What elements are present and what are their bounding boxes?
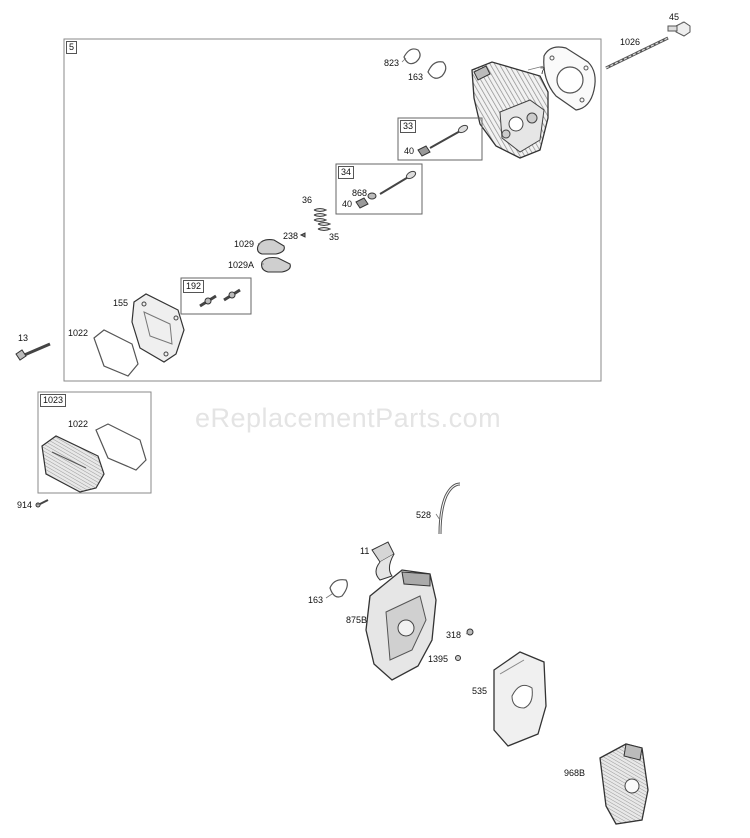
part-1395-washer xyxy=(455,655,461,661)
part-35-valve-spring xyxy=(317,221,332,232)
part-33-valve xyxy=(429,124,469,149)
group-34-frame xyxy=(335,163,423,215)
label-40-b: 40 xyxy=(342,199,353,209)
part-1023-rocker-cover xyxy=(41,435,105,493)
label-1022-a: 1022 xyxy=(68,328,89,338)
part-535-air-filter xyxy=(493,651,547,747)
group-5-frame xyxy=(63,38,602,382)
label-1026: 1026 xyxy=(620,37,641,47)
label-535: 535 xyxy=(472,686,488,696)
part-192-rocker-studs xyxy=(199,288,241,308)
part-45-plug xyxy=(667,21,691,37)
label-13: 13 xyxy=(18,333,29,343)
leader-lines xyxy=(35,21,684,635)
part-528-breather-tube xyxy=(438,482,461,535)
label-1029A: 1029A xyxy=(228,260,255,270)
label-163-bottom: 163 xyxy=(308,595,324,605)
part-1029A-rocker-arm xyxy=(261,256,291,273)
label-40-a: 40 xyxy=(404,146,415,156)
part-163-gasket-bottom xyxy=(329,579,348,598)
group-label-5: 5 xyxy=(66,41,78,54)
label-528: 528 xyxy=(416,510,432,520)
label-1395: 1395 xyxy=(428,654,449,664)
group-label-34: 34 xyxy=(338,166,355,179)
part-13-bolt xyxy=(15,342,51,361)
part-11-elbow-fitting xyxy=(371,541,395,581)
group-192-frame xyxy=(180,277,252,315)
label-155: 155 xyxy=(113,298,129,308)
part-868-seal xyxy=(367,192,377,200)
label-238: 238 xyxy=(283,231,299,241)
part-318-nut xyxy=(466,628,474,636)
label-868: 868 xyxy=(352,188,368,198)
part-1022-gasket-a xyxy=(93,329,139,377)
part-155-cover-plate xyxy=(131,293,185,363)
label-7: 7 xyxy=(540,66,546,76)
part-875B-air-cleaner-base xyxy=(365,569,437,681)
label-163-top: 163 xyxy=(408,72,424,82)
label-1029: 1029 xyxy=(234,239,255,249)
label-36: 36 xyxy=(302,195,313,205)
part-40-retainer-b xyxy=(355,197,369,209)
part-36-valve-spring xyxy=(313,207,328,223)
label-875B: 875B xyxy=(346,615,368,625)
part-1022-gasket-b xyxy=(95,423,147,471)
part-238-clip xyxy=(299,232,306,238)
label-1022-b: 1022 xyxy=(68,419,89,429)
label-914: 914 xyxy=(17,500,33,510)
part-7-head-gasket xyxy=(543,46,596,111)
group-33-frame xyxy=(397,117,483,161)
part-914-screw xyxy=(35,499,49,508)
label-11: 11 xyxy=(360,546,370,556)
part-34-valve xyxy=(379,170,417,195)
part-968B-air-cleaner-cover xyxy=(599,743,649,825)
group-1023-frame xyxy=(37,391,152,494)
label-35: 35 xyxy=(329,232,340,242)
label-45: 45 xyxy=(669,12,680,22)
group-label-33: 33 xyxy=(400,120,417,133)
group-label-192: 192 xyxy=(183,280,205,293)
part-163-gasket-top xyxy=(427,61,447,79)
label-318: 318 xyxy=(446,630,462,640)
label-823: 823 xyxy=(384,58,400,68)
watermark-text: eReplacementParts.com xyxy=(195,403,502,433)
part-823-gasket xyxy=(403,48,421,65)
group-label-1023: 1023 xyxy=(40,394,67,407)
cylinder-head xyxy=(471,61,549,159)
label-968B: 968B xyxy=(564,768,586,778)
part-1029-rocker-arm xyxy=(256,239,285,255)
part-1026-pushrod xyxy=(605,36,669,70)
part-40-retainer-a xyxy=(417,145,431,157)
